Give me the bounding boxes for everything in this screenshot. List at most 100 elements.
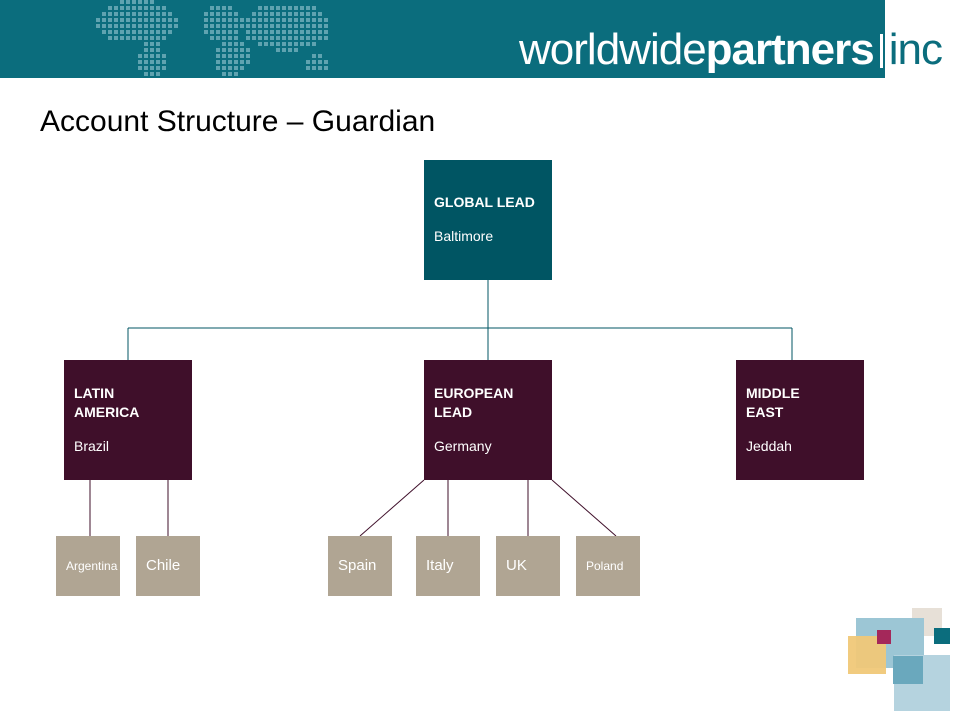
map-dot <box>168 30 172 34</box>
map-dot <box>150 0 154 4</box>
map-dot <box>324 36 328 40</box>
map-dot <box>216 54 220 58</box>
map-dot <box>288 30 292 34</box>
map-dot <box>222 18 226 22</box>
map-dot <box>318 12 322 16</box>
map-dot <box>276 12 280 16</box>
map-dot <box>114 18 118 22</box>
map-dot <box>288 48 292 52</box>
map-dot <box>210 24 214 28</box>
map-dot <box>228 48 232 52</box>
map-dot <box>162 66 166 70</box>
map-dot <box>216 6 220 10</box>
map-dot <box>222 54 226 58</box>
map-dot <box>96 18 100 22</box>
map-dot <box>234 30 238 34</box>
map-dot <box>234 18 238 22</box>
region-location: Brazil <box>74 438 110 454</box>
map-dot <box>168 24 172 28</box>
map-dot <box>312 24 316 28</box>
map-dot <box>300 24 304 28</box>
map-dot <box>294 12 298 16</box>
map-dot <box>168 12 172 16</box>
map-dot <box>228 6 232 10</box>
map-dot <box>114 24 118 28</box>
map-dot <box>156 54 160 58</box>
map-dot <box>144 6 148 10</box>
map-dot <box>306 66 310 70</box>
map-dot <box>282 42 286 46</box>
map-dot <box>318 18 322 22</box>
map-dot <box>150 42 154 46</box>
map-dot <box>150 24 154 28</box>
map-dot <box>126 24 130 28</box>
world-map-graphic <box>96 0 328 76</box>
map-dot <box>246 48 250 52</box>
map-dot <box>252 30 256 34</box>
map-dot <box>102 12 106 16</box>
map-dot <box>270 18 274 22</box>
map-dot <box>138 18 142 22</box>
map-dot <box>324 30 328 34</box>
logo-text-worldwide: worldwide <box>519 25 707 74</box>
map-dot <box>222 72 226 76</box>
map-dot <box>276 6 280 10</box>
map-dot <box>318 66 322 70</box>
map-dot <box>294 18 298 22</box>
map-dot <box>222 6 226 10</box>
map-dot <box>216 36 220 40</box>
map-dot <box>132 18 136 22</box>
map-dot <box>144 30 148 34</box>
map-dot <box>120 30 124 34</box>
map-dot <box>300 6 304 10</box>
map-dot <box>318 36 322 40</box>
map-dot <box>144 18 148 22</box>
map-dot <box>138 60 142 64</box>
map-dot <box>246 60 250 64</box>
map-dot <box>144 12 148 16</box>
map-dot <box>222 66 226 70</box>
map-dot <box>318 54 322 58</box>
map-dot <box>312 42 316 46</box>
map-dot <box>240 66 244 70</box>
map-dot <box>102 30 106 34</box>
region-title: MIDDLE EAST <box>746 385 800 420</box>
map-dot <box>270 6 274 10</box>
logo-text-partners: partners <box>705 25 875 74</box>
map-dot <box>138 12 142 16</box>
map-dot <box>306 36 310 40</box>
country-box-spain: Spain <box>328 536 392 596</box>
map-dot <box>144 24 148 28</box>
region-box-european-lead: EUROPEAN LEAD Germany <box>424 360 552 480</box>
map-dot <box>264 6 268 10</box>
map-dot <box>204 12 208 16</box>
map-dot <box>240 18 244 22</box>
map-dot <box>282 30 286 34</box>
map-dot <box>138 66 142 70</box>
map-dot <box>150 72 154 76</box>
map-dot <box>294 36 298 40</box>
map-dot <box>282 6 286 10</box>
map-dot <box>312 12 316 16</box>
region-box-middle-east: MIDDLE EAST Jeddah <box>736 360 864 480</box>
map-dot <box>324 66 328 70</box>
map-dot <box>270 12 274 16</box>
region-location: Jeddah <box>746 438 792 454</box>
map-dot <box>228 12 232 16</box>
map-dot <box>156 48 160 52</box>
map-dot <box>114 6 118 10</box>
map-dot <box>282 24 286 28</box>
map-dot <box>216 66 220 70</box>
map-dot <box>138 54 142 58</box>
country-box-uk: UK <box>496 536 560 596</box>
map-dot <box>120 6 124 10</box>
country-box-italy: Italy <box>416 536 480 596</box>
map-dot <box>228 36 232 40</box>
map-dot <box>216 18 220 22</box>
map-dot <box>168 18 172 22</box>
map-dot <box>294 6 298 10</box>
map-dot <box>108 18 112 22</box>
map-dot <box>276 18 280 22</box>
map-dot <box>174 24 178 28</box>
